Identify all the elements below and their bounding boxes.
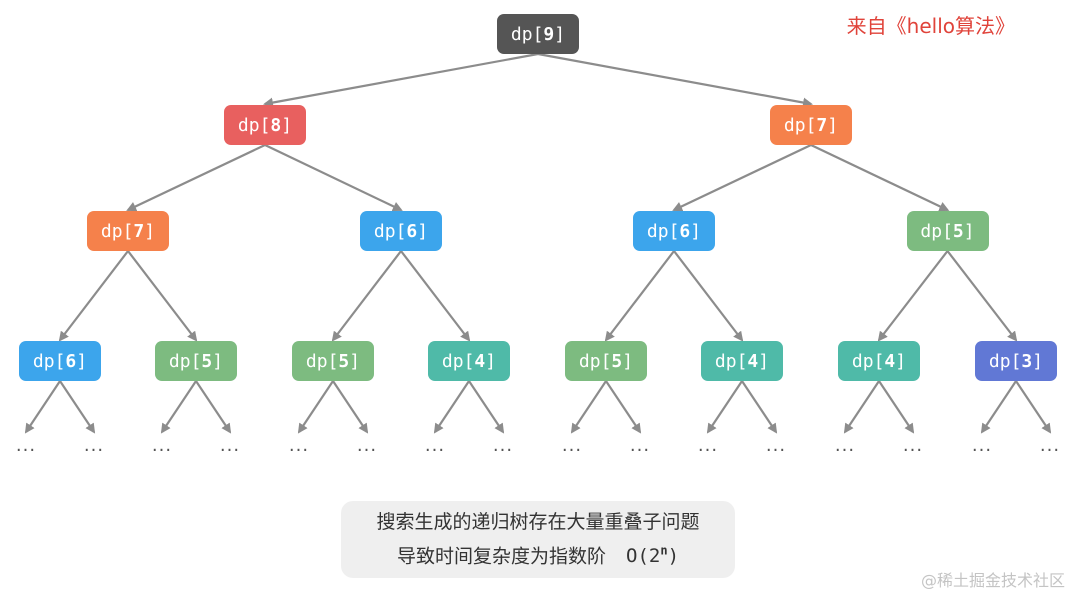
tree-node-dp-6: dp[6] (360, 211, 442, 251)
tree-node-dp-7: dp[7] (87, 211, 169, 251)
watermark: @稀土掘金技术社区 (920, 571, 1065, 590)
tree-edge (263, 52, 539, 108)
ellipsis: ··· (561, 440, 583, 461)
tree-edge (673, 250, 744, 342)
ellipsis: ··· (834, 440, 856, 461)
tree-node-dp-4: dp[4] (701, 341, 783, 381)
tree-edge-truncated (332, 380, 369, 434)
caption-line-1: 搜索生成的递归树存在大量重叠子问题 (376, 510, 700, 533)
tree-node-dp-4: dp[4] (428, 341, 510, 381)
tree-edge-truncated (980, 380, 1017, 434)
tree-edge (946, 250, 1018, 342)
tree-edge (537, 52, 813, 108)
ellipsis: ··· (424, 440, 446, 461)
ellipsis: ··· (219, 440, 241, 461)
tree-edge (877, 250, 949, 342)
tree-edge-truncated (59, 380, 96, 434)
tree-edge (400, 250, 471, 342)
tree-edge (58, 250, 129, 342)
tree-edge (331, 250, 402, 342)
tree-edge (126, 144, 266, 212)
tree-edge-truncated (24, 380, 61, 434)
tree-node-dp-5: dp[5] (906, 211, 989, 251)
tree-edge-truncated (605, 380, 642, 434)
ellipsis: ··· (288, 440, 310, 461)
caption-box: 搜索生成的递归树存在大量重叠子问题 导致时间复杂度为指数阶 O(2n) (341, 501, 735, 578)
tree-node-dp-7: dp[7] (770, 105, 852, 145)
tree-edge-truncated (1015, 380, 1052, 434)
ellipsis: ··· (629, 440, 651, 461)
tree-edge (264, 144, 403, 212)
tree-edge (604, 250, 675, 342)
tree-node-dp-5: dp[5] (565, 341, 647, 381)
tree-edge-truncated (570, 380, 607, 434)
complexity-formula: O(2n) (626, 543, 680, 568)
tree-edge (810, 144, 950, 212)
tree-edge-truncated (843, 380, 880, 434)
tree-edge-truncated (160, 380, 197, 434)
tree-edge-truncated (195, 380, 232, 434)
tree-node-dp-6: dp[6] (633, 211, 715, 251)
ellipsis: ··· (151, 440, 173, 461)
ellipsis: ··· (492, 440, 514, 461)
caption-line-2: 导致时间复杂度为指数阶 O(2n) (397, 537, 679, 571)
caption-line-2-text: 导致时间复杂度为指数阶 (396, 545, 606, 568)
ellipsis: ··· (971, 440, 993, 461)
ellipsis: ··· (697, 440, 719, 461)
ellipsis: ··· (1039, 440, 1061, 461)
tree-node-dp-4: dp[4] (838, 341, 920, 381)
source-label: 来自《hello算法》 (846, 14, 1015, 38)
tree-edge-truncated (878, 380, 915, 434)
tree-node-dp-6: dp[6] (19, 341, 101, 381)
ellipsis: ··· (902, 440, 924, 461)
complexity-exponent: n (660, 543, 668, 558)
tree-node-dp-9: dp[9] (497, 14, 579, 54)
tree-node-dp-5: dp[5] (292, 341, 374, 381)
tree-edge (672, 144, 812, 212)
tree-node-dp-8: dp[8] (224, 105, 306, 145)
tree-edge-truncated (706, 380, 743, 434)
tree-edge (127, 250, 198, 342)
tree-edge-truncated (468, 380, 505, 434)
ellipsis: ··· (765, 440, 787, 461)
ellipsis: ··· (83, 440, 105, 461)
tree-node-dp-3: dp[3] (975, 341, 1057, 381)
tree-edge-truncated (433, 380, 470, 434)
tree-edge-truncated (741, 380, 778, 434)
ellipsis: ··· (356, 440, 378, 461)
tree-edge-truncated (297, 380, 334, 434)
tree-node-dp-5: dp[5] (155, 341, 237, 381)
ellipsis: ··· (15, 440, 37, 461)
